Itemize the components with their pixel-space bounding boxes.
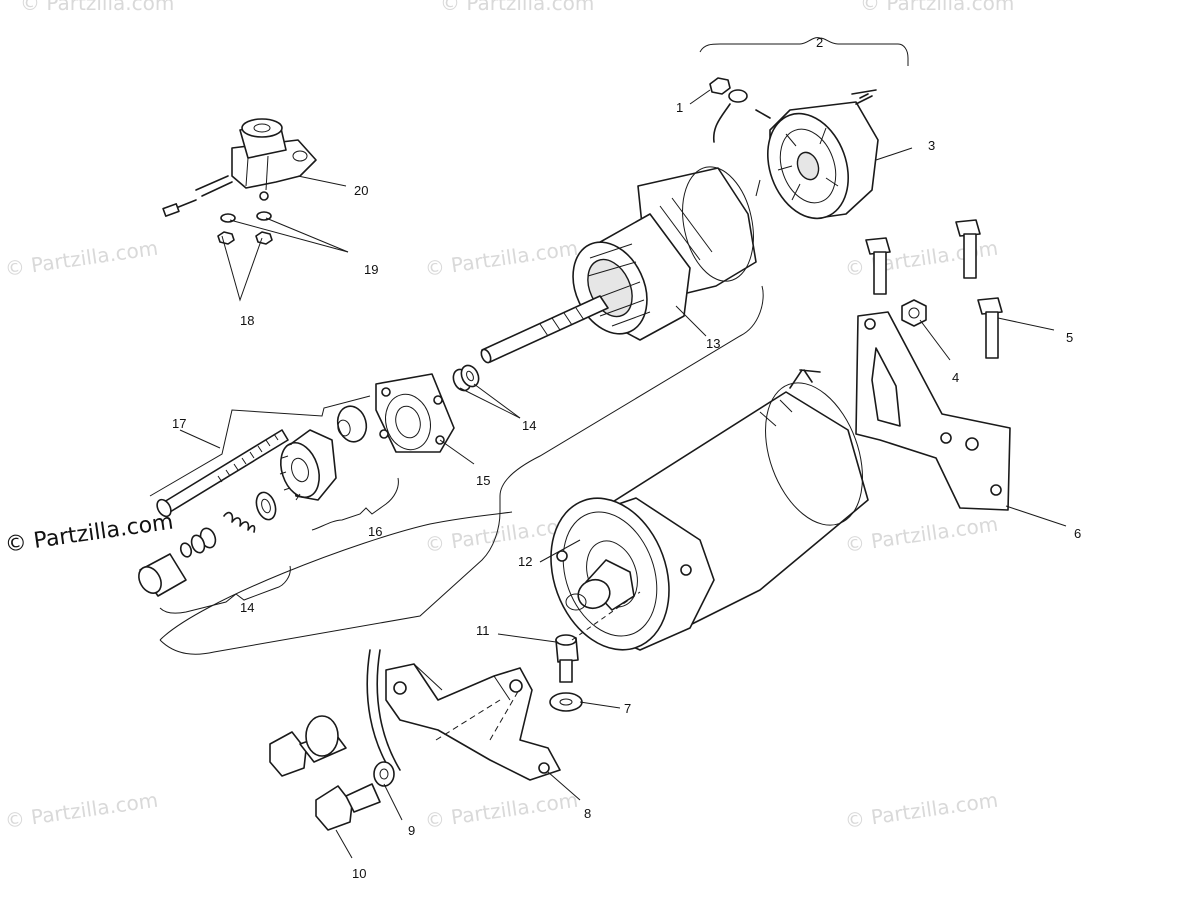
callout-12: 12 [518,554,532,569]
grouping-brackets [149,37,909,655]
callout-18: 18 [240,313,254,328]
drive-end-plate-part [336,373,455,453]
watermark-text: © Partzilla.com [843,788,999,833]
watermark-text: © Partzilla.com [440,0,594,15]
watermark-text: © Partzilla.com [843,512,999,557]
callout-17: 17 [172,416,186,431]
callout-20: 20 [354,183,368,198]
callout-6: 6 [1074,526,1081,541]
drive-shaft-part [156,429,289,518]
solenoid-part [162,118,317,245]
callout-1: 1 [676,100,683,115]
callout-4: 4 [952,370,959,385]
drive-pinion-part [255,429,337,521]
mounting-bracket-part [855,311,1011,511]
end-cover-part [709,77,879,220]
watermark-text: © Partzilla.com [20,0,174,15]
callout-14-lower: 14 [240,600,254,615]
assembly-guide-lines [435,179,761,741]
callout-9: 9 [408,823,415,838]
bolt-set-right [865,219,1003,359]
callout-14-upper: 14 [522,418,536,433]
watermark-text: © Partzilla.com [3,788,159,833]
washer-set-upper [452,364,480,392]
callout-7: 7 [624,701,631,716]
watermark-text: © Partzilla.com [423,236,579,281]
callout-2: 2 [816,35,823,50]
watermark-text: © Partzilla.com [3,236,159,281]
callout-11: 11 [476,623,490,638]
bolt-set-lower [269,715,395,831]
watermark-text: © Partzilla.com [3,510,175,558]
callout-5: 5 [1066,330,1073,345]
callout-15: 15 [476,473,490,488]
callout-13: 13 [706,336,720,351]
watermark-text: © Partzilla.com [860,0,1014,15]
lower-bracket-part [366,634,583,781]
callout-8: 8 [584,806,591,821]
callout-16: 16 [368,524,382,539]
spring-and-collar-set [138,511,256,597]
callout-19: 19 [364,262,378,277]
watermark-text: © Partzilla.com [423,788,579,833]
starter-motor-part [550,369,869,651]
leader-lines [179,89,1067,859]
callout-10: 10 [352,866,366,881]
callout-3: 3 [928,138,935,153]
armature-part [480,166,757,364]
callout-labels: 1 2 3 4 5 6 7 8 9 10 11 12 13 14 14 15 1… [172,35,1081,881]
